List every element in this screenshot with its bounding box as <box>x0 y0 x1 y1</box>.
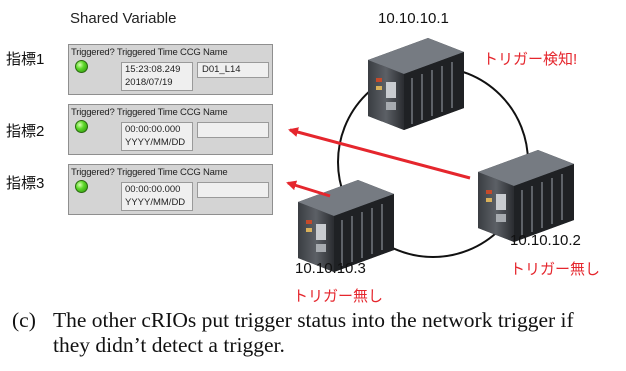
indicator-3-panel: Triggered? Triggered Time CCG Name 00:00… <box>68 164 273 215</box>
panel-header: Triggered? Triggered Time CCG Name <box>71 47 228 58</box>
indicator-2-label: 指標2 <box>6 123 45 140</box>
ccg-name-field <box>197 182 269 198</box>
caption-label: (c) <box>12 308 36 332</box>
crio-device-2-icon <box>477 149 575 243</box>
time-value: 00:00:00.000 <box>125 184 181 195</box>
date-value: YYYY/MM/DD <box>125 197 186 208</box>
status-arrow-2 <box>288 127 471 180</box>
node-2-status: トリガー無し <box>510 261 601 278</box>
triggered-led-icon <box>75 180 88 193</box>
ccg-name-field: D01_L14 <box>197 62 269 78</box>
ccg-name-field <box>197 122 269 138</box>
crio-device-1-icon <box>367 37 465 131</box>
date-value: 2018/07/19 <box>125 77 173 88</box>
date-value: YYYY/MM/DD <box>125 137 186 148</box>
status-arrow-3 <box>286 180 331 198</box>
indicator-1-panel: Triggered? Triggered Time CCG Name 15:23… <box>68 44 273 95</box>
indicator-3-label: 指標3 <box>6 175 45 192</box>
crio-device-3-icon <box>297 179 395 273</box>
indicator-2-panel: Triggered? Triggered Time CCG Name 00:00… <box>68 104 273 155</box>
panel-header: Triggered? Triggered Time CCG Name <box>71 167 228 178</box>
triggered-led-icon <box>75 60 88 73</box>
node-1-ip: 10.10.10.1 <box>378 10 449 27</box>
time-value: 15:23:08.249 <box>125 64 181 75</box>
node-2-ip: 10.10.10.2 <box>510 232 581 249</box>
triggered-time-field: 00:00:00.000 YYYY/MM/DD <box>121 122 193 151</box>
time-value: 00:00:00.000 <box>125 124 181 135</box>
triggered-led-icon <box>75 120 88 133</box>
indicator-1-label: 指標1 <box>6 51 45 68</box>
caption-text: The other cRIOs put trigger status into … <box>53 308 574 357</box>
triggered-time-field: 15:23:08.249 2018/07/19 <box>121 62 193 91</box>
network-diagram <box>286 37 575 273</box>
triggered-time-field: 00:00:00.000 YYYY/MM/DD <box>121 182 193 211</box>
node-1-status: トリガー検知! <box>483 51 578 68</box>
shared-variable-title: Shared Variable <box>70 10 177 27</box>
node-3-ip: 10.10.10.3 <box>295 260 366 277</box>
panel-header: Triggered? Triggered Time CCG Name <box>71 107 228 118</box>
node-3-status: トリガー無し <box>293 288 384 305</box>
